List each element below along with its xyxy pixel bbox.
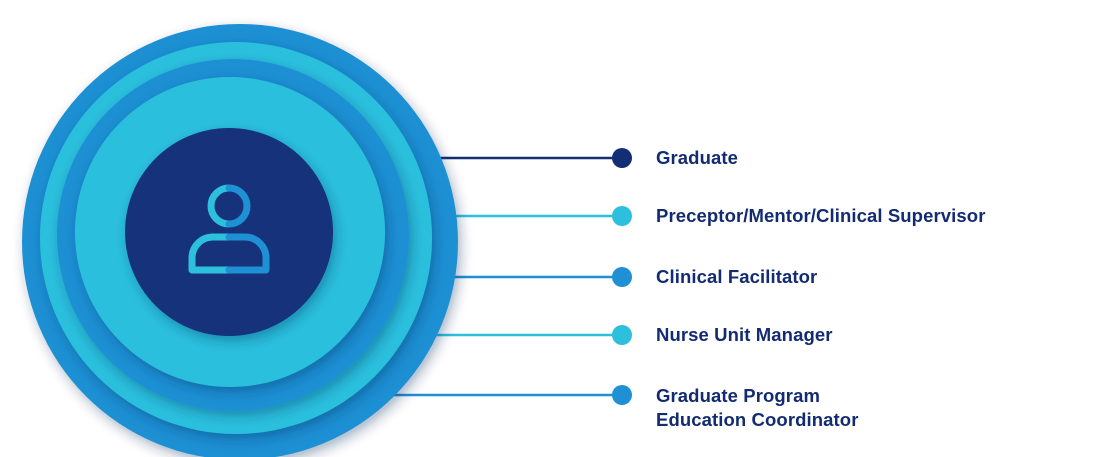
label-education-coordinator: Graduate Program Education Coordinator: [656, 384, 859, 432]
label-education-coordinator-line2: Education Coordinator: [656, 409, 859, 430]
dot-clinical-facilitator: [612, 267, 632, 287]
label-education-coordinator-line1: Graduate Program: [656, 385, 821, 406]
label-preceptor: Preceptor/Mentor/Clinical Supervisor: [656, 205, 986, 226]
dot-preceptor: [612, 206, 632, 226]
dot-graduate: [612, 148, 632, 168]
dot-nurse-unit-manager: [612, 325, 632, 345]
label-graduate: Graduate: [656, 147, 739, 168]
person-icon: [188, 184, 270, 274]
dot-education-coordinator: [612, 385, 632, 405]
ring-graduate: [125, 128, 333, 336]
label-clinical-facilitator: Clinical Facilitator: [656, 266, 818, 287]
label-nurse-unit-manager: Nurse Unit Manager: [656, 324, 833, 345]
legend-dots: [612, 148, 632, 405]
